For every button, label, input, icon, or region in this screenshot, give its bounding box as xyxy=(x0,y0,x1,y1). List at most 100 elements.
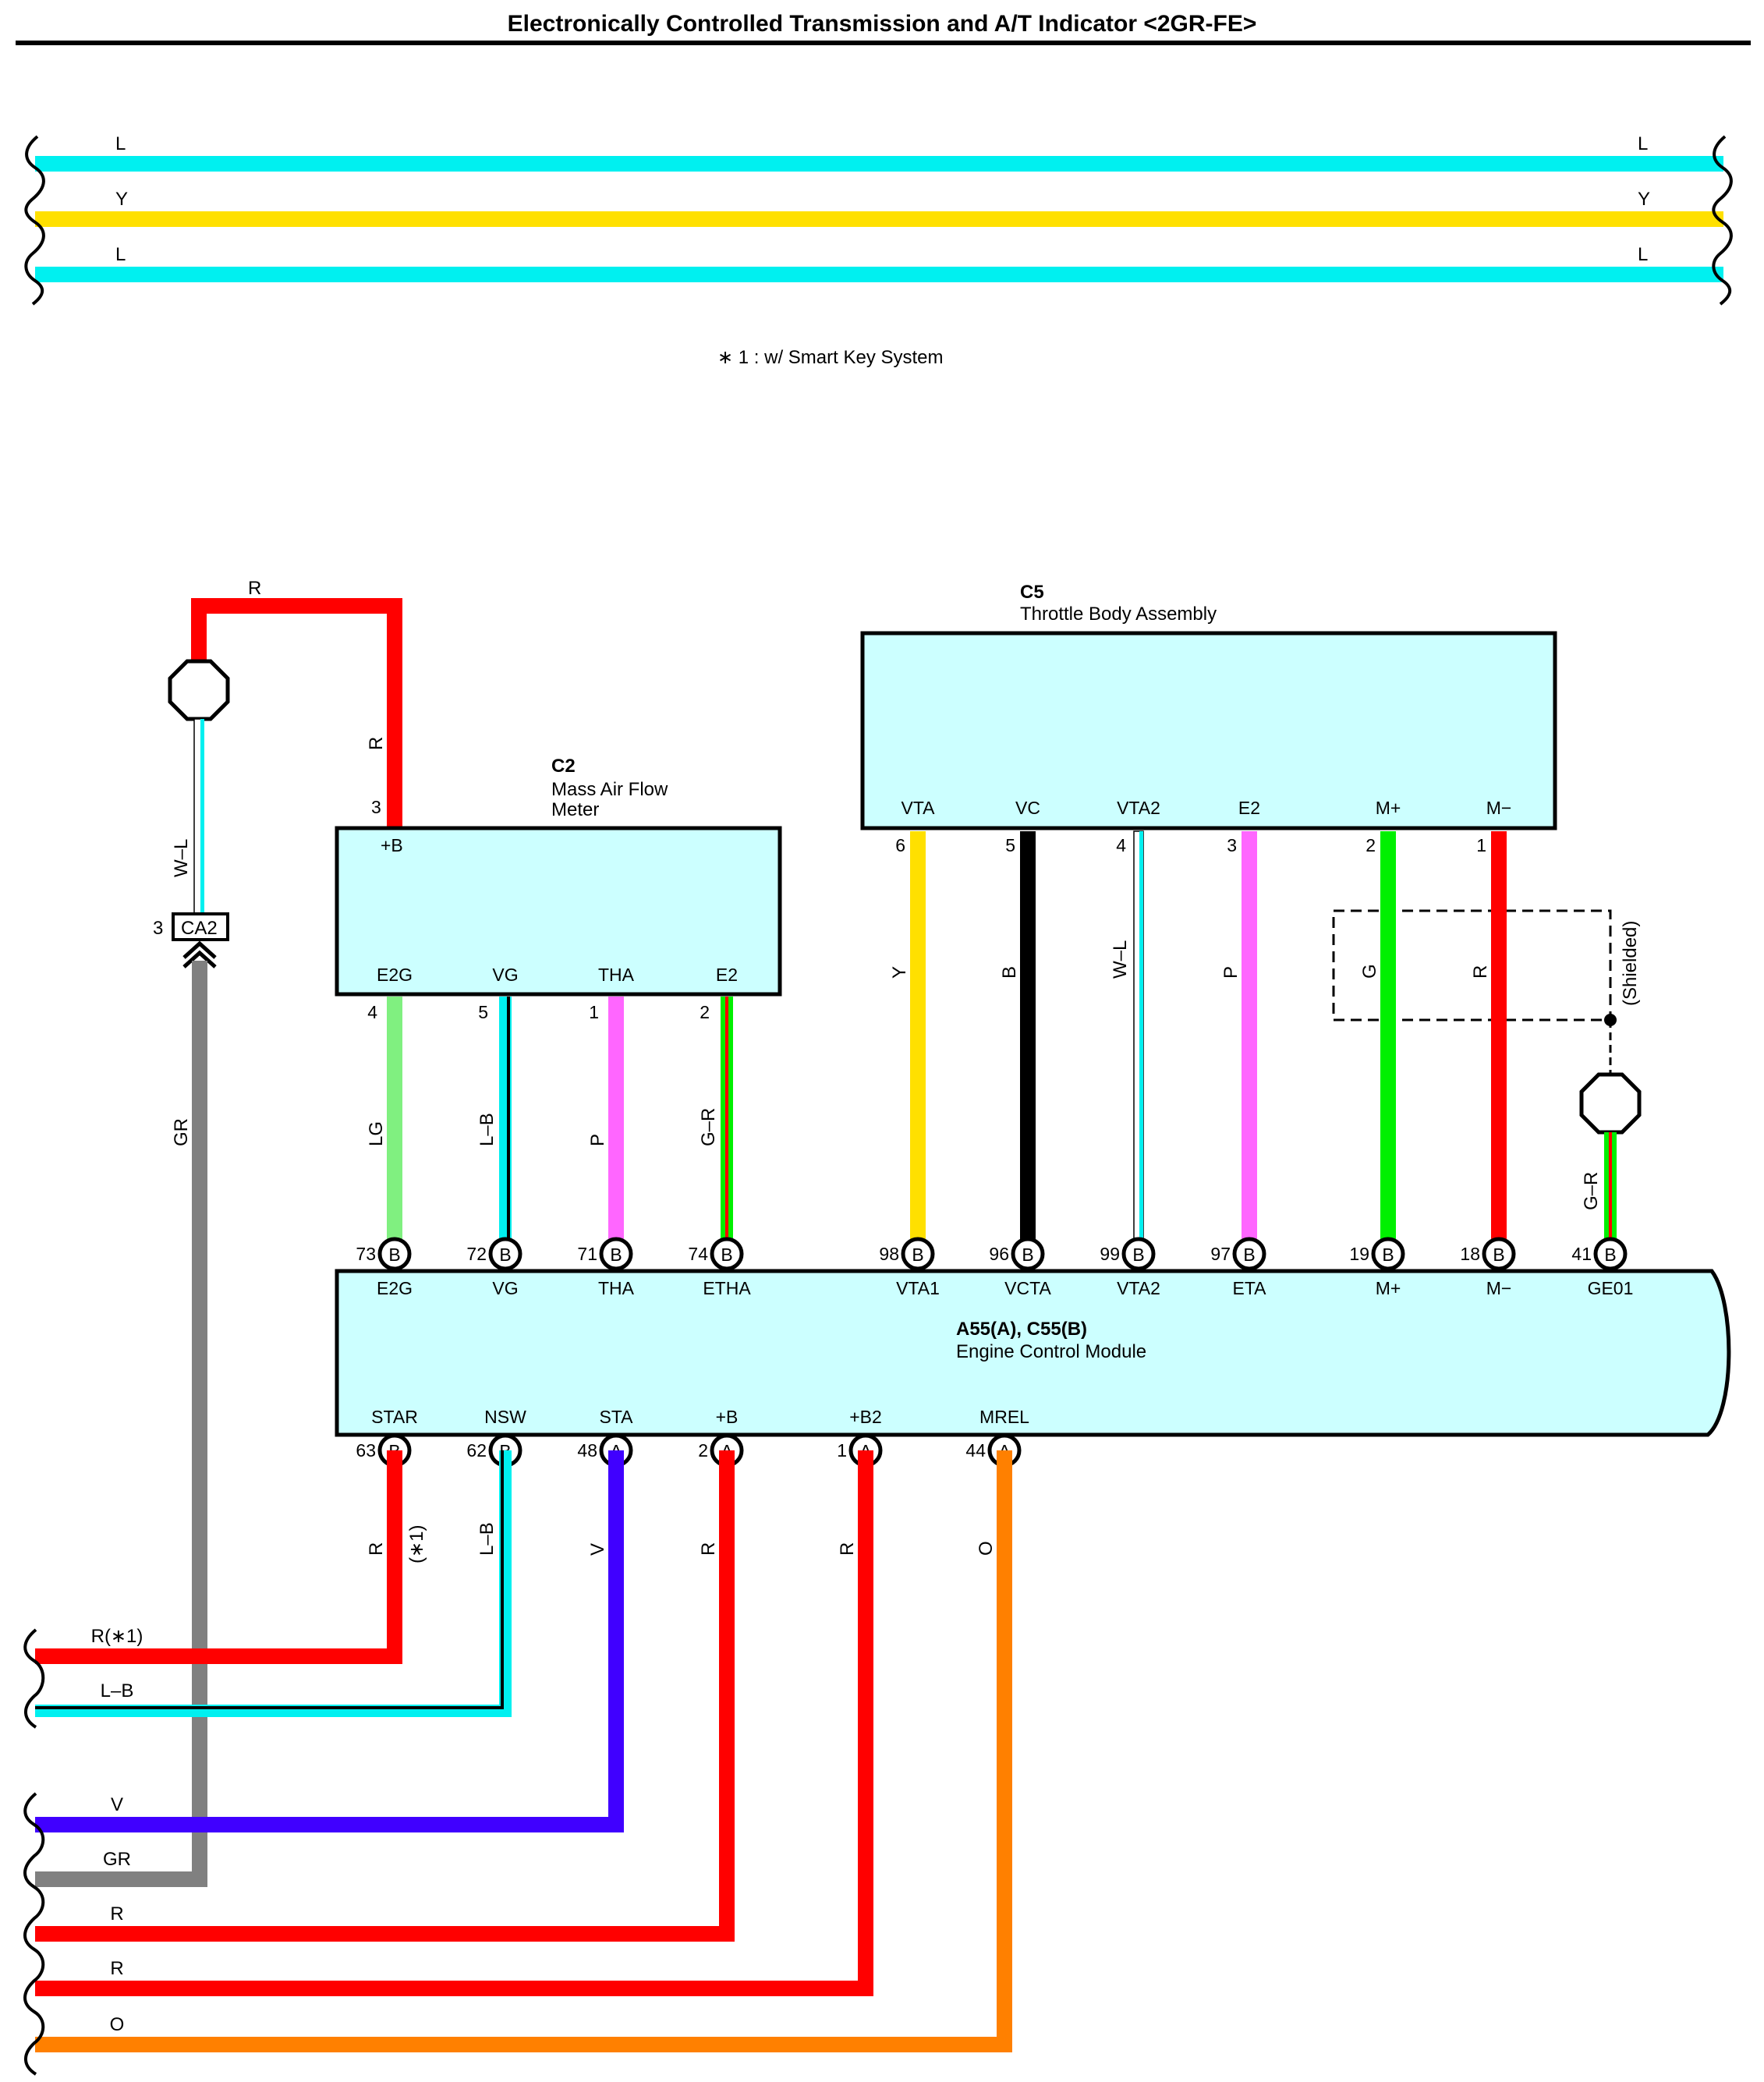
bottom-wire-label-1: L–B xyxy=(476,1522,498,1556)
c2-wire-label-2: P xyxy=(587,1134,608,1146)
bottom-wire-label-2: V xyxy=(587,1543,608,1556)
ecm-terminal-top-0 xyxy=(377,1237,412,1271)
ecm-terminal-top-letter-7: B xyxy=(1243,1245,1255,1265)
left-wire-label-3: GR xyxy=(103,1849,131,1870)
left-wire-label-5: R xyxy=(110,1958,123,1979)
c2-wire-pin-3: 2 xyxy=(700,1002,710,1022)
left-wire-label-6: O xyxy=(110,2014,125,2035)
ecm-top-pin-0: E2G xyxy=(377,1278,413,1298)
ecm-top-pin-9: M− xyxy=(1486,1278,1512,1298)
top-wire-group: L Y L L Y L xyxy=(24,133,1733,306)
c5-pin-3: E2 xyxy=(1238,798,1260,818)
ecm-top-pin-6: VTA2 xyxy=(1117,1278,1160,1298)
bottom-wires xyxy=(35,1450,1012,2052)
c5-wire-pin-4: 2 xyxy=(1366,835,1376,855)
top-wire-2-label-left: Y xyxy=(115,189,128,210)
c5-pin-2: VTA2 xyxy=(1117,798,1160,818)
c2-feed-label-top: R xyxy=(248,578,261,599)
left-wire-label-1: L–B xyxy=(101,1680,134,1701)
footnote: ∗ 1 : w/ Smart Key System xyxy=(717,347,944,368)
c5-wire-label-5: R xyxy=(1470,965,1491,979)
c5-pin-1: VC xyxy=(1015,798,1040,818)
ecm-bottom-pin-0: STAR xyxy=(371,1407,418,1427)
ecm-terminal-top-num-9: 18 xyxy=(1460,1244,1480,1264)
ecm-terminal-top-num-7: 97 xyxy=(1210,1244,1231,1264)
bottom-wire-3 xyxy=(35,1450,735,1942)
bottom-wire-label-5: O xyxy=(976,1541,997,1556)
left-break-mark xyxy=(24,135,45,306)
c2-top-pin-name: +B xyxy=(381,835,403,855)
break-mark-1 xyxy=(23,1628,45,1729)
c2-box xyxy=(335,826,782,997)
ca2-label: CA2 xyxy=(181,918,218,939)
ecm-top-pin-2: THA xyxy=(598,1278,635,1298)
wl-wire-stripe xyxy=(200,719,204,920)
c5-wire-pin-1: 5 xyxy=(1005,835,1015,855)
shielded-label: (Shielded) xyxy=(1620,921,1641,1006)
bottom-wire-2 xyxy=(35,1450,624,1832)
ground-point-left xyxy=(168,659,230,721)
top-wire-1-label-right: L xyxy=(1638,133,1648,154)
c5-wire-label-2: W–L xyxy=(1110,940,1131,979)
ecm-top-pin-8: M+ xyxy=(1376,1278,1401,1298)
c5-wire-label-3: P xyxy=(1220,966,1242,979)
shield-box xyxy=(1332,909,1612,1022)
c5-pin-4: M+ xyxy=(1376,798,1401,818)
c2-pin-1: VG xyxy=(492,965,518,985)
ecm-top-pin-10: GE01 xyxy=(1588,1278,1634,1298)
c5-wire-4 xyxy=(1380,831,1396,1254)
c5-wire-pin-5: 1 xyxy=(1476,835,1486,855)
ecm-terminal-top-1 xyxy=(488,1237,522,1271)
ecm-bottom-pin-4: +B2 xyxy=(849,1407,882,1427)
ecm-terminal-top-8 xyxy=(1371,1237,1405,1271)
ecm-bottom-pin-5: MREL xyxy=(979,1407,1029,1427)
c2-feed-label-vertical: R xyxy=(366,737,387,750)
ge01-wire-label: G–R xyxy=(1581,1172,1602,1210)
ecm-code: A55(A), C55(B) xyxy=(956,1319,1087,1340)
bottom-wire-1 xyxy=(35,1450,512,1717)
top-wire-3-label-left: L xyxy=(115,244,126,265)
ecm-bottom-pin-3: +B xyxy=(716,1407,739,1427)
c5-code: C5 xyxy=(1020,582,1044,603)
c2-wire-0 xyxy=(387,997,402,1254)
c5-wire-0 xyxy=(910,831,926,1254)
c5-wire-2-stripe xyxy=(1139,831,1143,1254)
bottom-wire-note-0: (∗1) xyxy=(406,1525,427,1563)
c2-feed-wire xyxy=(191,598,402,830)
bottom-wire-label-0: R xyxy=(366,1542,387,1556)
c2-pin-2: THA xyxy=(598,965,635,985)
gr-wire xyxy=(35,961,207,1887)
top-wire-1-label-left: L xyxy=(115,133,126,154)
c5-wire-pin-0: 6 xyxy=(895,835,905,855)
ecm-box xyxy=(335,1269,1731,1437)
wl-wire-label: W–L xyxy=(171,839,192,877)
c2-wire-label-0: LG xyxy=(366,1121,387,1146)
c2-wire-3-stripe xyxy=(725,997,728,1254)
ecm-name: Engine Control Module xyxy=(956,1341,1146,1362)
ecm-terminal-top-num-6: 99 xyxy=(1100,1244,1120,1264)
break-mark-2 xyxy=(23,1792,45,2076)
right-break-mark xyxy=(1712,135,1733,306)
top-wire-2-label-right: Y xyxy=(1638,189,1650,210)
c2-wire-label-1: L–B xyxy=(476,1113,498,1146)
c5-name: Throttle Body Assembly xyxy=(1020,604,1217,625)
top-wire-3-label-right: L xyxy=(1638,244,1648,265)
gr-wire-label: GR xyxy=(171,1118,192,1146)
ecm-bottom-pin-2: STA xyxy=(599,1407,633,1427)
ecm-terminal-top-letter-2: B xyxy=(610,1245,622,1265)
page-title: Electronically Controlled Transmission a… xyxy=(508,11,1257,37)
ge01-wire-stripe xyxy=(1609,1132,1612,1254)
ecm-terminal-top-letter-9: B xyxy=(1493,1245,1504,1265)
ecm-terminal-bottom-num-1: 62 xyxy=(466,1440,487,1461)
ecm-terminal-top-10 xyxy=(1593,1237,1628,1271)
left-wire-label-0: R(∗1) xyxy=(91,1626,143,1647)
c5-wire-label-4: G xyxy=(1359,964,1380,979)
ecm-terminal-top-letter-10: B xyxy=(1604,1245,1616,1265)
c2-pin-0: E2G xyxy=(377,965,413,985)
ecm-bottom-pin-1: NSW xyxy=(484,1407,526,1427)
vertical-wires xyxy=(387,830,1617,1255)
